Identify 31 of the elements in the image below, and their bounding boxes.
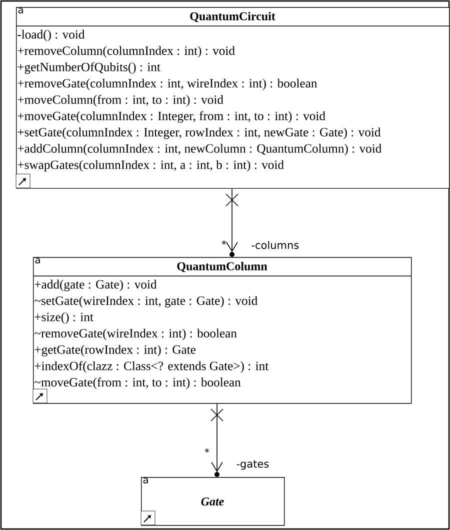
- edge-label: -columns: [252, 240, 299, 250]
- class-name: QuantumCircuit: [190, 12, 276, 22]
- multiplicity-label: *: [204, 448, 210, 453]
- method-signature: +removeColumn(columnIndex : int) : void: [18, 46, 235, 58]
- method-signature: +setGate(columnIndex : Integer, rowIndex : int, newGate : Gate) : void: [18, 128, 381, 140]
- class-name: Gate: [201, 497, 224, 506]
- association-arrow: [210, 403, 224, 477]
- class-box: [16, 7, 450, 189]
- method-signature: +swapGates(columnIndex : int, a : int, b : int) : void: [18, 160, 284, 172]
- method-signature: -load() : void: [18, 30, 85, 42]
- method-signature: +moveGate(columnIndex : Integer, from : int, to : int) : void: [18, 111, 326, 123]
- method-signature: +moveColumn(from : int, to : int) : void: [18, 94, 224, 106]
- class-name: QuantumColumn: [177, 262, 268, 272]
- method-signature: +getNumberOfQubits() : int: [18, 62, 160, 74]
- multiplicity-label: *: [222, 240, 226, 245]
- stereotype-letter: a: [18, 8, 23, 14]
- method-signature: ~moveGate(from : int, to : int) : boolean: [34, 378, 241, 390]
- class-box: [32, 257, 412, 404]
- method-signature: ~setGate(wireIndex : int, gate : Gate) : void: [34, 296, 258, 308]
- stereotype-letter: a: [143, 478, 148, 484]
- method-signature: +add(gate : Gate) : void: [34, 280, 157, 292]
- method-signature: +getGate(rowIndex : int) : Gate: [34, 344, 196, 356]
- class-box: [141, 477, 285, 526]
- method-signature: +removeGate(columnIndex : int, wireIndex : int) : boolean: [18, 78, 317, 90]
- method-signature: ~removeGate(wireIndex : int) : boolean: [34, 328, 237, 340]
- method-signature: +indexOf(clazz : Class<? extends Gate>) : int: [34, 361, 269, 373]
- method-signature: +addColumn(columnIndex : int, newColumn : QuantumColumn) : void: [18, 144, 382, 156]
- method-signature: +size() : int: [34, 312, 94, 324]
- stereotype-letter: a: [35, 258, 40, 264]
- edge-label: -gates: [236, 460, 269, 470]
- association-arrow: [226, 188, 238, 257]
